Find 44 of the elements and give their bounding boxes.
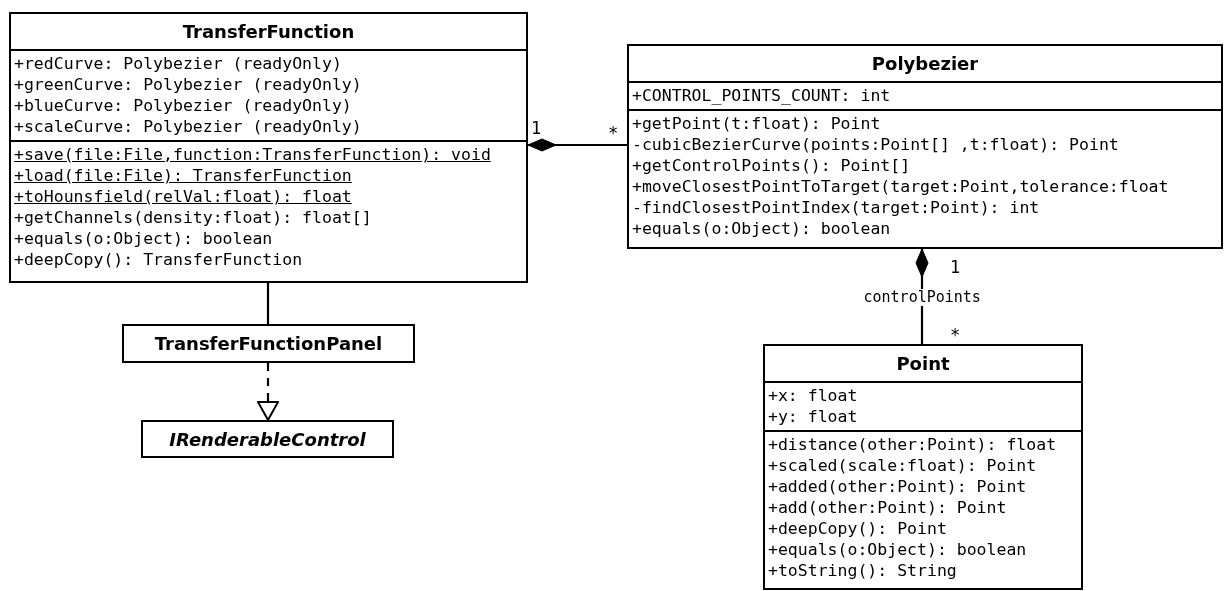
class-box xyxy=(627,44,1223,249)
method-text: +equals(o:Object): boolean xyxy=(13,228,273,249)
method-text: +deepCopy(): Point xyxy=(767,518,947,539)
class-box xyxy=(122,324,415,363)
composition-line xyxy=(527,138,627,152)
multiplicity-label: 1 xyxy=(950,258,961,276)
multiplicity-label: * xyxy=(608,124,619,142)
interface-name: IRenderableControl xyxy=(168,428,367,452)
method-text: +toHounsfield(relVal:float): float xyxy=(13,186,352,207)
attribute-text: +x: float xyxy=(767,385,858,406)
class-name: Point xyxy=(895,352,951,376)
method-text: +add(other:Point): Point xyxy=(767,497,1007,518)
attribute-text: +blueCurve: Polybezier (readyOnly) xyxy=(13,95,352,116)
attribute-text: +greenCurve: Polybezier (readyOnly) xyxy=(13,74,362,95)
method-text: +moveClosestPointToTarget(target:Point,tolerance:float xyxy=(631,176,1169,197)
method-text: -cubicBezierCurve(points:Point[] ,t:float): Point xyxy=(631,134,1119,155)
class-box xyxy=(9,12,528,283)
class-name: Polybezier xyxy=(870,52,980,76)
attribute-text: +y: float xyxy=(767,406,858,427)
class-name: TransferFunction xyxy=(181,20,356,44)
multiplicity-label: * xyxy=(950,326,961,344)
method-text: +equals(o:Object): boolean xyxy=(631,218,891,239)
method-text: +scaled(scale:float): Point xyxy=(767,455,1037,476)
attribute-text: +redCurve: Polybezier (readyOnly) xyxy=(13,53,342,74)
method-text: +getControlPoints(): Point[] xyxy=(631,155,911,176)
method-text: +added(other:Point): Point xyxy=(767,476,1027,497)
interface-box xyxy=(141,420,394,458)
attribute-text: +CONTROL_POINTS_COUNT: int xyxy=(631,85,891,106)
association-line xyxy=(266,283,270,324)
method-text: +distance(other:Point): float xyxy=(767,434,1057,455)
attribute-text: +scaleCurve: Polybezier (readyOnly) xyxy=(13,116,362,137)
realization-arrow xyxy=(257,363,279,421)
method-text: +getChannels(density:float): float[] xyxy=(13,207,372,228)
multiplicity-label: 1 xyxy=(531,119,542,137)
class-box xyxy=(763,344,1083,590)
method-text: +save(file:File,function:TransferFunction): void xyxy=(13,144,491,165)
edge-label: controlPoints xyxy=(862,288,982,306)
method-text: -findClosestPointIndex(target:Point): int xyxy=(631,197,1040,218)
class-name: TransferFunctionPanel xyxy=(153,332,384,356)
method-text: +getPoint(t:float): Point xyxy=(631,113,881,134)
method-text: +toString(): String xyxy=(767,560,957,581)
method-text: +equals(o:Object): boolean xyxy=(767,539,1027,560)
method-text: +load(file:File): TransferFunction xyxy=(13,165,352,186)
method-text: +deepCopy(): TransferFunction xyxy=(13,249,303,270)
